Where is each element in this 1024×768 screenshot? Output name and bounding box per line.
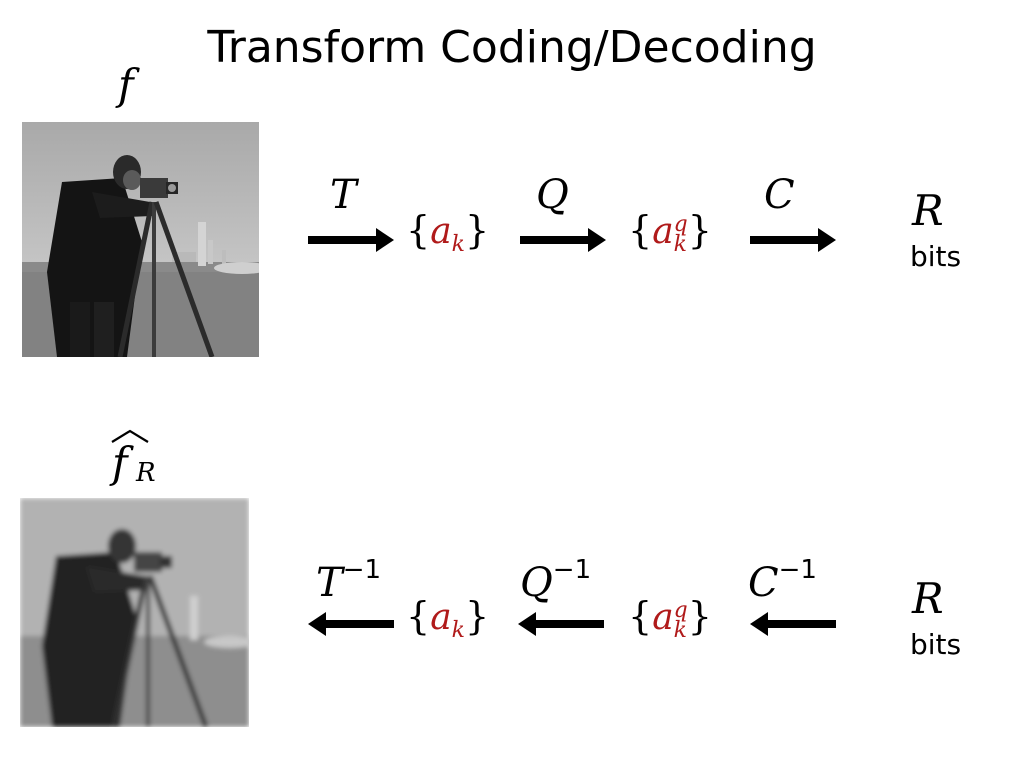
op-Q: Q: [536, 172, 569, 218]
page-title: Transform Coding/Decoding: [207, 22, 817, 73]
input-rate-symbol: R: [912, 574, 944, 623]
op-T-inverse: T−1: [316, 555, 382, 606]
output-rate-unit: bits: [910, 240, 962, 273]
reconstructed-photo-illustration: [20, 498, 249, 727]
reconstructed-image: [20, 498, 249, 727]
coefficients-top: {ak}: [406, 208, 490, 257]
hat-accent: [111, 429, 149, 443]
arrow-C-inverse: [750, 612, 836, 636]
op-C: C: [764, 172, 795, 218]
op-T: T: [330, 172, 357, 218]
arrow-Q: [520, 228, 606, 252]
original-image: [22, 122, 259, 357]
original-photo-illustration: [22, 122, 259, 357]
top-arrows: [308, 228, 836, 252]
op-Q-inverse: Q−1: [520, 555, 592, 606]
output-rate-symbol: R: [912, 186, 944, 235]
reconstructed-image-label: f R: [108, 428, 178, 488]
original-image-label: f: [118, 60, 134, 109]
op-C-inverse: C−1: [748, 555, 817, 606]
arrow-C: [750, 228, 836, 252]
input-rate-unit: bits: [910, 628, 962, 661]
bottom-arrows: [308, 612, 836, 636]
arrow-T-inverse: [308, 612, 394, 636]
coefficients-bottom: {ak}: [406, 594, 490, 643]
arrow-T: [308, 228, 394, 252]
arrow-Q-inverse: [518, 612, 604, 636]
